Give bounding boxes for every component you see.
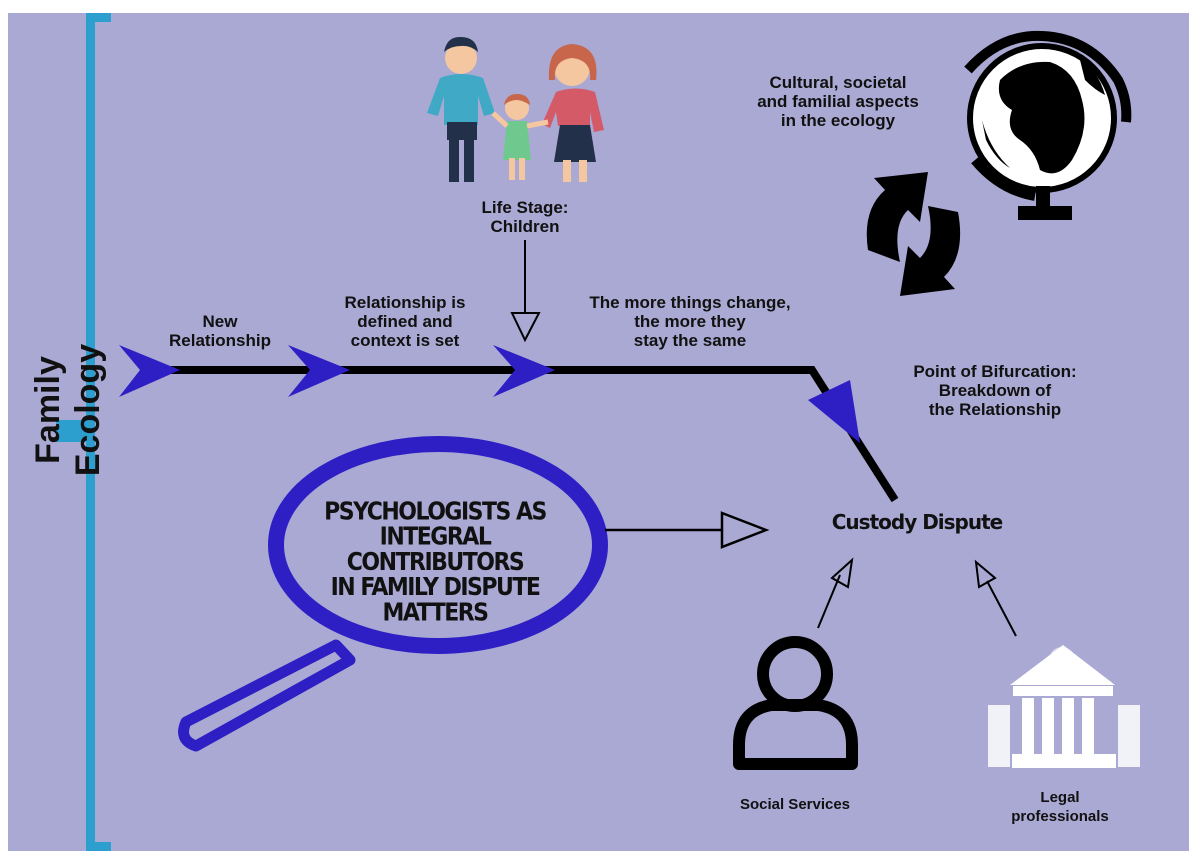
family-ecology-bracket: [56, 13, 111, 851]
culture-label: Cultural, societal and familial aspects …: [757, 73, 919, 130]
social-services-label: Social Services: [739, 796, 851, 813]
magnifier-icon: [178, 436, 608, 752]
life-stage-label: Life Stage: Children: [481, 198, 569, 236]
life-stage-arrow: [510, 240, 541, 343]
lens-to-outcome-arrow: [605, 511, 770, 549]
custody-dispute-label: Custody Dispute: [831, 510, 1003, 534]
timeline-arrowheads: [119, 345, 860, 443]
stage-new-relationship-label: New Relationship: [168, 312, 271, 350]
globe-icon: [964, 30, 1132, 220]
bifurcation-label: Point of Bifurcation: Breakdown of the R…: [913, 362, 1077, 419]
family-icon: [427, 36, 604, 182]
timeline-line: [160, 366, 899, 503]
family-ecology-title: Family Ecology: [29, 343, 107, 477]
person-icon: [733, 636, 858, 770]
stage-things-change-label: The more things change, the more they st…: [589, 293, 791, 350]
legal-professionals-arrow: [974, 559, 1017, 637]
courthouse-icon: [988, 645, 1140, 768]
cycle-arrows-icon: [866, 172, 961, 296]
stage-relationship-defined-label: Relationship is defined and context is s…: [344, 293, 466, 350]
lens-text: PSYCHOLOGISTS AS INTEGRAL CONTRIBUTORS I…: [324, 497, 547, 628]
legal-professionals-label: Legal professionals: [1011, 789, 1109, 825]
social-services-arrow: [817, 557, 854, 629]
